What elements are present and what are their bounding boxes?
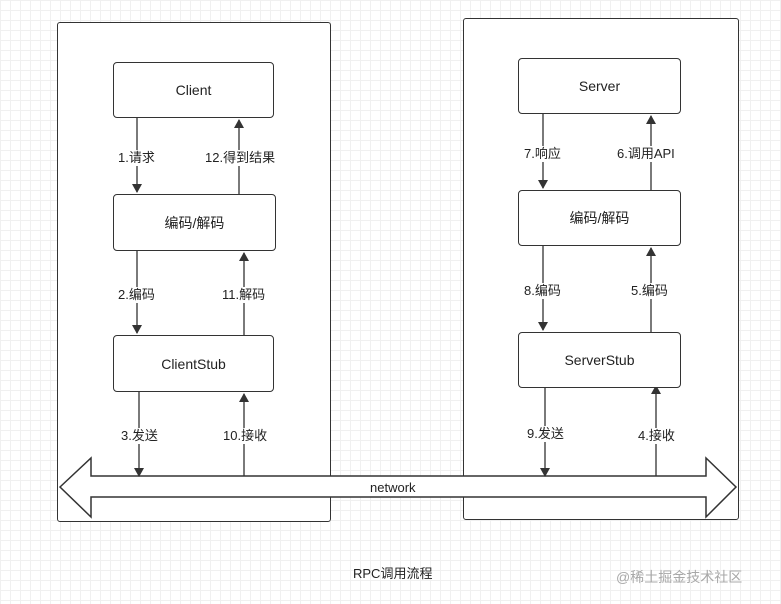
step-5-encode-label: 5.编码: [630, 283, 669, 299]
server-box: Server: [518, 58, 681, 114]
step-7-respond-label: 7.响应: [523, 146, 562, 162]
step-10-receive-label: 10.接收: [222, 428, 269, 444]
client-box: Client: [113, 62, 274, 118]
watermark: @稀土掘金技术社区: [616, 569, 743, 585]
diagram-caption: RPC调用流程: [353, 566, 433, 581]
step-6-call-api-label: 6.调用API: [616, 146, 676, 162]
step-11-decode-label: 11.解码: [221, 287, 267, 303]
client-stub-box: ClientStub: [113, 335, 274, 392]
step-12-result-label: 12.得到结果: [204, 150, 277, 166]
network-double-arrow: [58, 456, 738, 519]
step-4-receive-label: 4.接收: [637, 428, 676, 444]
server-codec-box: 编码/解码: [518, 190, 681, 246]
server-stub-box: ServerStub: [518, 332, 681, 388]
client-codec-box: 编码/解码: [113, 194, 276, 251]
step-9-send-label: 9.发送: [526, 426, 565, 442]
step-3-send-label: 3.发送: [120, 428, 159, 444]
network-label: network: [370, 480, 416, 495]
step-2-encode-label: 2.编码: [117, 287, 156, 303]
step-8-encode-label: 8.编码: [523, 283, 562, 299]
step-1-request-label: 1.请求: [117, 150, 156, 166]
